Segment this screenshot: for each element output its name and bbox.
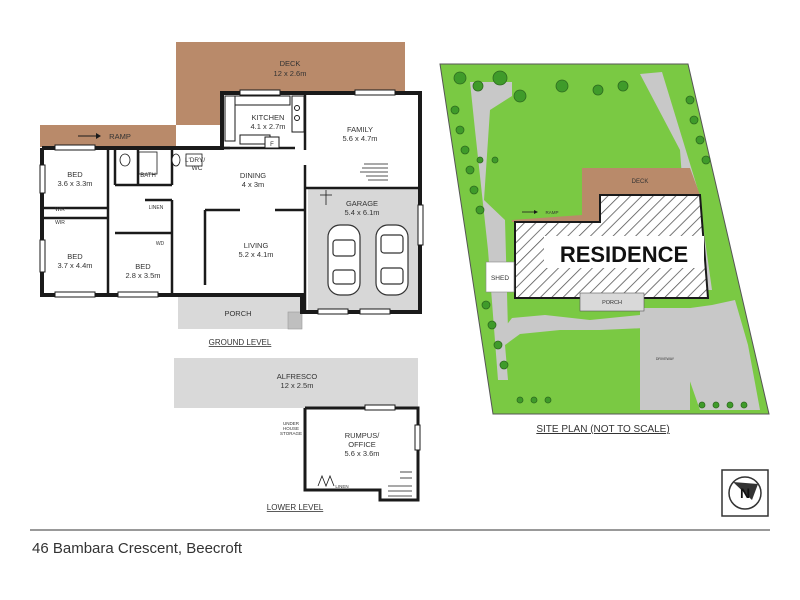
- site-porch-area: [579, 292, 645, 312]
- family-label: FAMILY: [347, 125, 373, 134]
- rumpus-dim: 5.6 x 3.6m: [344, 449, 379, 458]
- property-address: 46 Bambara Crescent, Beecroft: [32, 540, 243, 557]
- porch-area: [178, 297, 300, 329]
- shed-area: [485, 261, 515, 293]
- driveway-area: [640, 308, 690, 410]
- bath-label: BATH: [140, 173, 156, 179]
- wd-label: WD: [156, 241, 165, 247]
- wir2-label: WIR: [55, 220, 65, 226]
- car-icon: [375, 224, 409, 296]
- under-house-label: STORAGE: [280, 431, 302, 436]
- bed1-label: BED: [67, 170, 83, 179]
- bed2-dim: 3.7 x 4.4m: [57, 261, 92, 270]
- north-compass-icon: N: [721, 469, 769, 517]
- ground-level-plan: DECK 12 x 2.6m RAMP KITCHEN 4.1 x 2.7m F…: [39, 42, 424, 347]
- under-house-label: UNDER: [283, 421, 300, 426]
- site-porch-label: PORCH: [602, 300, 622, 306]
- bed3-label: BED: [135, 262, 151, 271]
- deck-area: [40, 42, 405, 147]
- porch-label: PORCH: [224, 309, 251, 318]
- residence-label-box: [544, 236, 704, 268]
- site-deck-label: DECK: [632, 179, 649, 185]
- living-dim: 5.2 x 4.1m: [238, 250, 273, 259]
- alfresco-area: [174, 358, 418, 408]
- kitchen-benches: [224, 95, 305, 149]
- deck-label: DECK: [280, 59, 301, 68]
- garage-label: GARAGE: [346, 199, 378, 208]
- shed-label: SHED: [491, 275, 509, 282]
- wir1-label: WIR: [55, 207, 65, 213]
- laundry-label: L'DRY/: [185, 157, 205, 164]
- lower-room-floor: [305, 408, 418, 500]
- driveway-label: DRIVEWAY: [656, 357, 675, 361]
- dining-dim: 4 x 3m: [242, 180, 265, 189]
- porch-steps: [287, 311, 303, 330]
- bed2-label: BED: [67, 252, 83, 261]
- site-plan: RESIDENCE DECK RAMP SHED PORCH DRIVEWAY …: [439, 63, 770, 435]
- kitchen-dim: 4.1 x 2.7m: [250, 122, 285, 131]
- linen-label: LINEN: [149, 205, 164, 211]
- lower-linen-label: LINEN: [335, 484, 348, 489]
- living-label: LIVING: [244, 241, 269, 250]
- trees: [450, 70, 748, 409]
- internal-walls: [42, 93, 420, 312]
- bathroom-fixtures: [119, 151, 203, 175]
- fridge-label: F: [270, 142, 274, 148]
- site-ramp-arrowhead-icon: [534, 210, 538, 214]
- garage-dim: 5.4 x 6.1m: [344, 208, 379, 217]
- linen-shelf-icon: [317, 474, 335, 488]
- alfresco-dim: 12 x 2.5m: [281, 381, 314, 390]
- family-dim: 5.6 x 4.7m: [342, 134, 377, 143]
- office-label: OFFICE: [348, 440, 376, 449]
- dining-label: DINING: [240, 171, 266, 180]
- bed1-dim: 3.6 x 3.3m: [57, 179, 92, 188]
- car-icon: [327, 224, 361, 296]
- stairs: [320, 163, 388, 205]
- windows: [39, 89, 424, 315]
- ramp-arrowhead-icon: [96, 133, 101, 139]
- alfresco-label: ALFRESCO: [277, 372, 318, 381]
- residence-label: RESIDENCE: [560, 242, 688, 267]
- lower-stairs: [388, 471, 412, 497]
- ground-level-label: GROUND LEVEL: [209, 338, 272, 347]
- compass-north-letter: N: [740, 485, 750, 501]
- wc-label: WC: [192, 165, 203, 172]
- ramp-label: RAMP: [109, 132, 131, 141]
- kitchen-label: KITCHEN: [252, 113, 285, 122]
- rumpus-label: RUMPUS/: [345, 431, 381, 440]
- deck-dim: 12 x 2.6m: [274, 69, 307, 78]
- site-ramp-label: RAMP: [545, 210, 558, 215]
- site-plan-caption: SITE PLAN (NOT TO SCALE): [536, 424, 669, 435]
- lower-level-label: LOWER LEVEL: [267, 503, 324, 512]
- lower-window: [414, 424, 421, 451]
- lower-level-plan: ALFRESCO 12 x 2.5m UNDER HOUSE STORAGE R…: [174, 358, 421, 512]
- under-house-label: HOUSE: [283, 426, 299, 431]
- lower-window: [364, 404, 396, 411]
- bed3-dim: 2.8 x 3.5m: [125, 271, 160, 280]
